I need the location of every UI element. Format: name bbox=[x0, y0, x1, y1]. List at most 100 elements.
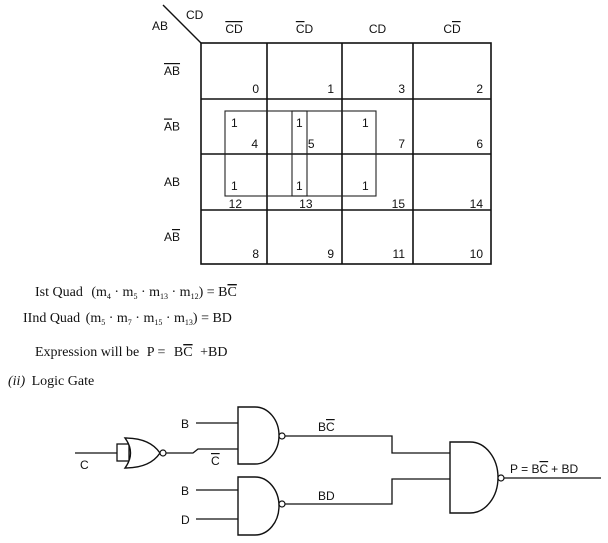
kmap-cell: 41 bbox=[231, 116, 258, 151]
input-label-b-2: B bbox=[181, 484, 189, 498]
quad-2-term: 5 bbox=[101, 318, 105, 327]
section-title: Logic Gate bbox=[32, 374, 95, 389]
kmap-column-headers: CD CD CD CD bbox=[225, 22, 461, 36]
kmap-cell-value: 1 bbox=[231, 116, 238, 130]
final-expression: Expression will be P = BC +BD bbox=[35, 345, 227, 360]
expression-prefix: Expression will be bbox=[35, 345, 139, 360]
kmap-cell-minterm: 1 bbox=[327, 82, 334, 96]
quad-2-prefix: IInd Quad bbox=[23, 311, 80, 326]
kmap-cell: 10 bbox=[470, 247, 484, 261]
quad-2-term: 7 bbox=[128, 318, 132, 327]
kmap-cell: 2 bbox=[476, 82, 483, 96]
logic-circuit: C C B BC B D BD P = BC+ BD bbox=[75, 406, 601, 536]
kmap-cell-minterm: 9 bbox=[327, 247, 334, 261]
kmap-cell-value: 1 bbox=[362, 116, 369, 130]
equations: Ist Quad (m4 · m5 · m13 · m12) = BC IInd… bbox=[23, 285, 237, 360]
wire-bd bbox=[285, 478, 450, 505]
input-label-c: C bbox=[80, 458, 89, 472]
expression-plus: + bbox=[200, 345, 208, 360]
quad-1-prefix: Ist Quad bbox=[35, 285, 83, 300]
nand-gate-2-bubble bbox=[278, 500, 286, 508]
quad-2-equation: IInd Quad (m5 · m7 · m15 · m13) = BD bbox=[23, 311, 232, 327]
kmap-cell: 6 bbox=[476, 137, 483, 151]
kmap-cell-minterm: 13 bbox=[299, 197, 313, 211]
kmap-group-quad-1 bbox=[224, 110, 308, 197]
nand-gate-2 bbox=[237, 476, 280, 536]
kmap-cell-minterm: 2 bbox=[476, 82, 483, 96]
kmap-cell-minterm: 5 bbox=[308, 137, 315, 151]
wire-label-bc-bar: BC bbox=[318, 420, 335, 434]
kmap-cell: 131 bbox=[296, 179, 313, 211]
input-label-b-1: B bbox=[181, 417, 189, 431]
kmap-column-header: CD bbox=[296, 22, 314, 36]
kmap-cell-minterm: 11 bbox=[393, 247, 406, 261]
kmap-cell-minterm: 3 bbox=[398, 82, 405, 96]
quad-2-term: 15 bbox=[154, 318, 162, 327]
kmap-grid bbox=[200, 42, 492, 265]
nand-gate-1 bbox=[237, 406, 280, 465]
kmap-cell-minterm: 8 bbox=[252, 247, 259, 261]
kmap-cell: 14 bbox=[470, 197, 484, 211]
input-label-d: D bbox=[181, 513, 190, 527]
kmap-row-header: AB bbox=[164, 230, 180, 244]
kmap-cell: 1 bbox=[327, 82, 334, 96]
quad-1-equation: Ist Quad (m4 · m5 · m13 · m12) = BC bbox=[35, 285, 237, 301]
quad-1-term: 5 bbox=[133, 292, 137, 301]
output-label: P = BC+ BD bbox=[510, 462, 578, 476]
kmap-corner-diagonal bbox=[162, 4, 202, 44]
kmap-cell-minterm: 10 bbox=[470, 247, 484, 261]
expression-term-2: BD bbox=[208, 345, 227, 360]
kmap-cell-value: 1 bbox=[296, 116, 303, 130]
quad-1-result: B bbox=[218, 285, 227, 300]
expression-term-1: B bbox=[174, 345, 183, 360]
nand-gate-output bbox=[449, 441, 499, 514]
kmap-cell: 15 1 bbox=[362, 179, 405, 211]
kmap-cell-minterm: 15 bbox=[392, 197, 406, 211]
section-heading: (ii) Logic Gate bbox=[8, 374, 94, 389]
kmap-column-header: CD bbox=[225, 22, 243, 36]
kmap-group-quad-2 bbox=[291, 110, 377, 197]
nand-gate-output-bubble bbox=[497, 474, 505, 482]
kmap-cell: 11 bbox=[393, 247, 406, 261]
kmap-row-header: AB bbox=[164, 175, 180, 189]
kmap-cell-minterm: 6 bbox=[476, 137, 483, 151]
kmap-cell-minterm: 0 bbox=[252, 82, 259, 96]
kmap-row-variable: AB bbox=[152, 19, 168, 33]
quad-1-term: 13 bbox=[160, 292, 168, 301]
nor-gate-bubble bbox=[159, 449, 167, 457]
wire-c-bar bbox=[166, 448, 238, 454]
kmap-col-variable: CD bbox=[186, 8, 204, 22]
kmap-row-header: AB bbox=[164, 64, 180, 78]
quad-1-term: 4 bbox=[107, 292, 111, 301]
kmap-cell: 0 bbox=[252, 82, 259, 96]
kmap-column-header: CD bbox=[369, 22, 387, 36]
kmap-cell-value: 1 bbox=[362, 179, 369, 193]
wire-label-bd: BD bbox=[318, 489, 335, 503]
kmap-cell: 9 bbox=[327, 247, 334, 261]
kmap-cell: 3 bbox=[398, 82, 405, 96]
section-number: (ii) bbox=[8, 374, 25, 389]
kmap-cell: 121 bbox=[229, 179, 243, 211]
expression-term-1-bar: C bbox=[183, 345, 192, 360]
kmap-cell-value: 1 bbox=[296, 179, 303, 193]
quad-1-result-bar: C bbox=[227, 285, 236, 300]
kmap-cell-value: 1 bbox=[231, 179, 238, 193]
wire-bc-bar bbox=[285, 435, 450, 454]
quad-1-term: 12 bbox=[191, 292, 199, 301]
kmap-column-header: CD bbox=[443, 22, 461, 36]
kmap-cell-minterm: 7 bbox=[398, 137, 405, 151]
quad-2-term: 13 bbox=[185, 318, 193, 327]
nand-gate-1-bubble bbox=[278, 432, 286, 440]
expression-lhs: P = bbox=[147, 345, 166, 360]
nor-input-tie-box bbox=[116, 443, 130, 462]
wire-label-c-bar: C bbox=[211, 454, 220, 468]
kmap-cell-minterm: 14 bbox=[470, 197, 484, 211]
kmap-cell-minterm: 4 bbox=[251, 137, 258, 151]
nor-gate bbox=[123, 437, 161, 469]
kmap-cell-minterm: 12 bbox=[229, 197, 243, 211]
quad-2-result: BD bbox=[212, 311, 231, 326]
